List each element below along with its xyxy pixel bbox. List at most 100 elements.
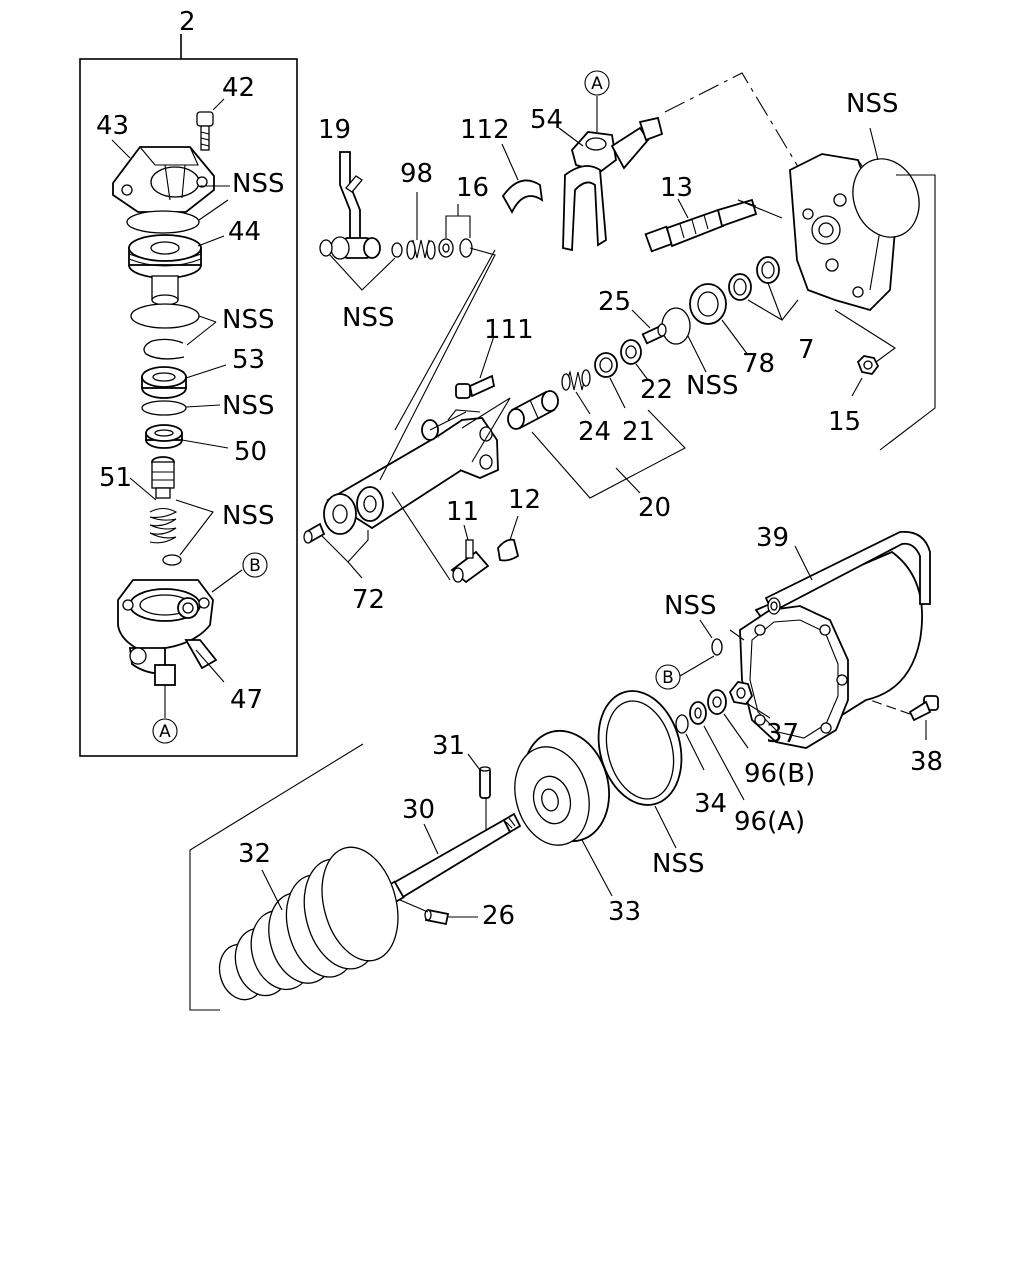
part-32-spring bbox=[218, 846, 399, 1001]
shift-rod-group bbox=[303, 72, 936, 584]
part-72-case bbox=[323, 409, 499, 535]
part-111-bolt bbox=[455, 374, 496, 399]
part-15-nut bbox=[856, 355, 880, 375]
label-25: 25 bbox=[598, 287, 631, 317]
label-38: 38 bbox=[910, 747, 943, 777]
svg-text:B: B bbox=[662, 668, 674, 688]
label-2: 2 bbox=[179, 7, 196, 37]
label-37: 37 bbox=[766, 719, 799, 749]
label-21: 21 bbox=[622, 417, 655, 447]
part-54-fork bbox=[562, 116, 664, 252]
part-37-nut bbox=[728, 681, 754, 705]
part-96b-washer bbox=[707, 689, 727, 715]
part-nss-snap-ring bbox=[143, 338, 185, 360]
part-7-bushings bbox=[728, 256, 780, 301]
assembly-2-frame bbox=[79, 58, 298, 757]
label-nss-6: NSS bbox=[342, 303, 394, 333]
label-51: 51 bbox=[99, 463, 132, 493]
label-11: 11 bbox=[446, 497, 479, 527]
part-19-lever bbox=[330, 151, 381, 260]
part-13-sensor bbox=[644, 198, 758, 253]
part-21-bushing bbox=[594, 352, 618, 378]
callout-b-left: B bbox=[242, 552, 268, 578]
label-96a: 96(A) bbox=[734, 807, 805, 837]
part-nss-oring-19 bbox=[391, 242, 403, 258]
label-nss-8: NSS bbox=[664, 591, 716, 621]
part-47-body bbox=[117, 579, 218, 686]
label-nss-1: NSS bbox=[232, 169, 284, 199]
label-nss-9: NSS bbox=[652, 849, 704, 879]
part-50-seal bbox=[145, 424, 183, 449]
part-72-plug bbox=[303, 522, 326, 544]
label-26: 26 bbox=[482, 901, 515, 931]
label-12: 12 bbox=[508, 485, 541, 515]
part-42-bolt bbox=[196, 111, 214, 151]
label-nss-4: NSS bbox=[222, 501, 274, 531]
label-34: 34 bbox=[694, 789, 727, 819]
label-54: 54 bbox=[530, 105, 563, 135]
label-16: 16 bbox=[456, 173, 489, 203]
part-nss-small-oring bbox=[162, 554, 182, 566]
part-31-pin bbox=[479, 766, 491, 799]
part-112-clip bbox=[501, 179, 544, 214]
label-53: 53 bbox=[232, 345, 265, 375]
part-43-cover bbox=[112, 146, 215, 213]
part-25-pin bbox=[641, 323, 667, 345]
label-39: 39 bbox=[756, 523, 789, 553]
svg-text:B: B bbox=[249, 556, 261, 576]
callout-a-bottom: A bbox=[152, 718, 178, 744]
label-nss-2: NSS bbox=[222, 305, 274, 335]
label-112: 112 bbox=[460, 115, 510, 145]
label-19: 19 bbox=[318, 115, 351, 145]
label-nss-7: NSS bbox=[686, 371, 738, 401]
part-12-cap bbox=[497, 538, 520, 562]
label-72: 72 bbox=[352, 585, 385, 615]
part-16-washers bbox=[438, 238, 473, 258]
svg-text:A: A bbox=[591, 74, 603, 94]
callout-b-right: B bbox=[655, 664, 681, 690]
part-38-bolt bbox=[908, 695, 939, 722]
part-24-spring bbox=[561, 369, 591, 391]
part-34-oring bbox=[675, 714, 689, 734]
part-30-rod bbox=[381, 812, 522, 906]
part-33-piston bbox=[514, 729, 610, 846]
part-nss-oring-top bbox=[126, 210, 200, 234]
label-78: 78 bbox=[742, 349, 775, 379]
part-39-cylinder bbox=[739, 530, 931, 749]
part-nss-ring-25 bbox=[661, 307, 691, 345]
label-20: 20 bbox=[638, 493, 671, 523]
part-20-plunger bbox=[507, 390, 559, 430]
label-24: 24 bbox=[578, 417, 611, 447]
assembly-2-group bbox=[79, 34, 298, 757]
label-111: 111 bbox=[484, 315, 534, 345]
label-42: 42 bbox=[222, 73, 255, 103]
part-22-washer bbox=[620, 339, 642, 365]
part-nss-ring bbox=[130, 303, 200, 329]
label-31: 31 bbox=[432, 731, 465, 761]
part-98-spring bbox=[406, 239, 436, 260]
label-43: 43 bbox=[96, 111, 129, 141]
label-44: 44 bbox=[228, 217, 261, 247]
part-labels: 2 42 43 NSS 44 NSS 53 NSS 50 51 NSS 47 1… bbox=[96, 7, 943, 931]
part-nss-washer bbox=[141, 400, 187, 416]
part-51-valve bbox=[151, 456, 175, 499]
label-nss-3: NSS bbox=[222, 391, 274, 421]
label-13: 13 bbox=[660, 173, 693, 203]
part-51-spring bbox=[149, 507, 178, 544]
svg-text:A: A bbox=[159, 722, 171, 742]
label-50: 50 bbox=[234, 437, 267, 467]
label-30: 30 bbox=[402, 795, 435, 825]
part-11-breather bbox=[450, 539, 490, 584]
part-53-seal bbox=[141, 366, 187, 399]
part-78-seal bbox=[689, 283, 727, 325]
part-nss-clip-19 bbox=[319, 239, 333, 257]
cylinder-group bbox=[189, 530, 939, 1011]
part-96a-washer bbox=[689, 701, 707, 725]
part-nss-housing-oring bbox=[852, 158, 920, 238]
part-26-pin bbox=[424, 908, 450, 926]
part-nss-oring-39 bbox=[711, 638, 723, 656]
label-7: 7 bbox=[798, 335, 815, 365]
label-nss-5: NSS bbox=[846, 89, 898, 119]
part-44-piston bbox=[128, 234, 202, 306]
